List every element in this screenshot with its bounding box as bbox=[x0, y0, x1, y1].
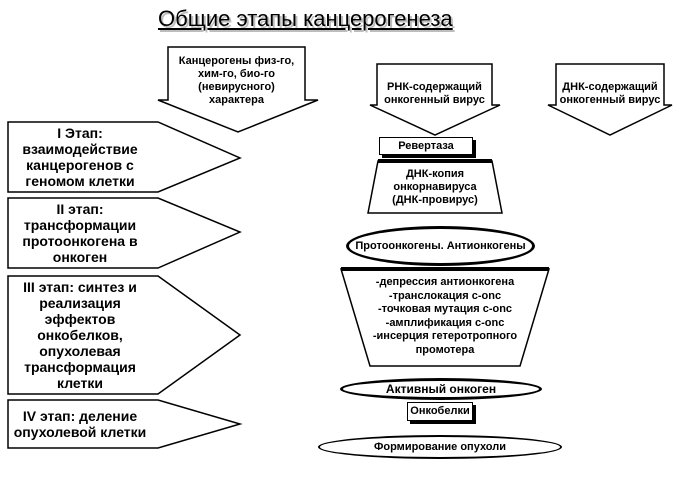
oncoproteins-box: Онкобелки bbox=[407, 402, 473, 421]
mechanism-item: -инсерция гетеротропного промотера bbox=[372, 330, 518, 356]
carcinogens-label: Канцерогены физ-го, хим-го, био-го (неви… bbox=[178, 55, 295, 106]
stage-4-arrow bbox=[7, 399, 243, 449]
stage-2-arrow bbox=[7, 197, 242, 269]
dna-copy-label: ДНК-копия онкорнавируса (ДНК-провирус) bbox=[392, 167, 478, 206]
diagram-title: Общие этапы канцерогенеза bbox=[158, 6, 453, 31]
rna-virus-label: РНК-содержащий онкогенный вирус bbox=[384, 81, 485, 106]
mechanism-item: -депрессия антионкогена bbox=[375, 276, 515, 288]
tumor-formation-oval: Формирование опухоли bbox=[318, 435, 562, 459]
stage-1-label: I Этап: взаимодействие канцерогенов с ге… bbox=[22, 125, 138, 189]
dna-virus-arrow bbox=[547, 63, 673, 136]
carcinogens-arrow bbox=[157, 46, 319, 133]
stage-3-label: III этап: синтез и реализация эффектов о… bbox=[23, 279, 137, 391]
active-oncogene-oval: Активный онкоген bbox=[340, 378, 542, 400]
stage-3-arrow bbox=[7, 275, 242, 395]
mechanism-item: -транслокация c-onc bbox=[388, 289, 502, 302]
stage-4-label: IV этап: деление опухолевой клетки bbox=[13, 408, 147, 440]
mechanism-item: -амплификация c-onc bbox=[385, 316, 505, 329]
dna-virus-label: ДНК-содержащий онкогенный вирус bbox=[559, 81, 661, 106]
revertase-box: Ревертаза bbox=[379, 137, 473, 155]
rna-virus-arrow bbox=[369, 63, 501, 136]
stage-1-arrow bbox=[7, 121, 242, 193]
protooncogenes-oval: Протоонкогены. Антионкогены bbox=[346, 226, 535, 266]
mechanism-item: -точковая мутация c-onc bbox=[377, 303, 513, 315]
stage-2-label: II этап: трансформации протоонкогена в о… bbox=[22, 201, 138, 265]
mechanisms-list: -депрессия антионкогена -транслокация c-… bbox=[350, 276, 540, 357]
